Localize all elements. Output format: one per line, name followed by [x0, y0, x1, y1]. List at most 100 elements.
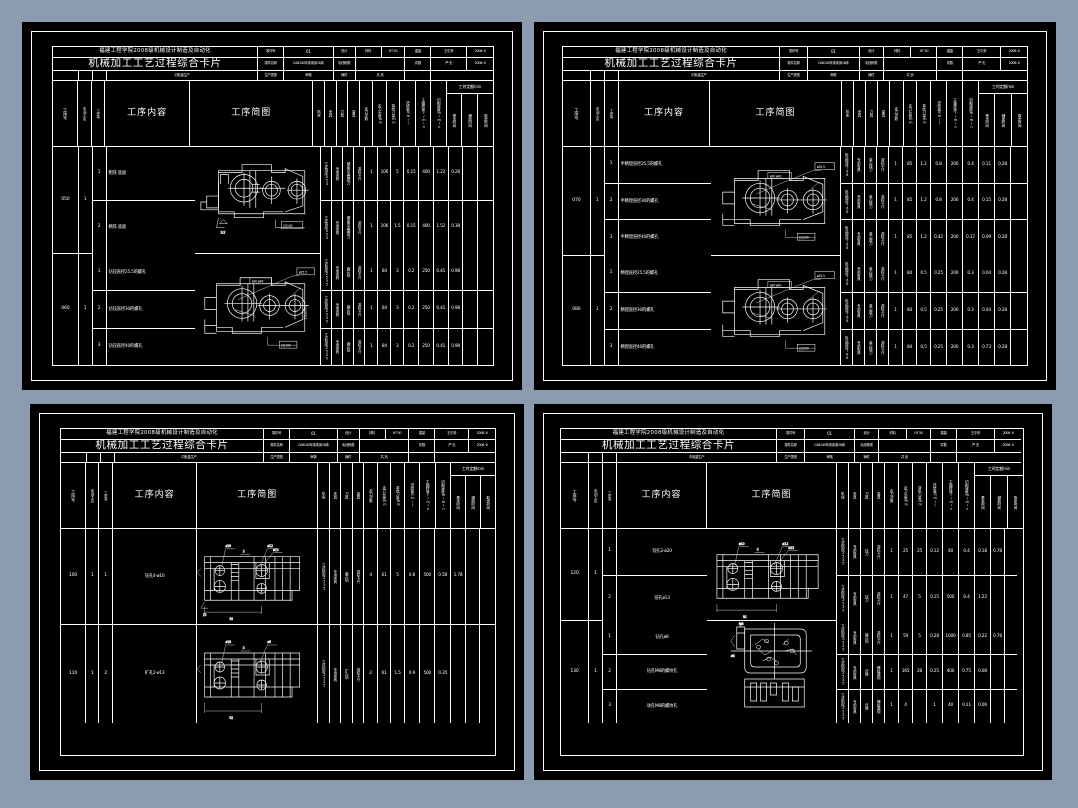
col-time-aux: 辅助时间 [997, 495, 1002, 509]
operation-block-050[interactable]: 050 1 1 粗铣 底面 2 精铣 底面 [53, 147, 493, 255]
svg-text:ø3: ø3 [268, 640, 272, 644]
part-name-value: CA6140车床床身16床 [289, 440, 338, 453]
tool-value: 硬质合金端铣刀 [347, 162, 352, 185]
pass-length-value: 47 [899, 575, 913, 621]
workshop-value: 1 [591, 255, 605, 366]
sketch-headstock-bored[interactable]: ø25.5 ø30 ø40 [2]100 2.0±0.05 [195, 254, 321, 365]
time-aux-value: 0.28 [995, 292, 1011, 329]
machine-value: 立式钻床Z535 [841, 658, 846, 686]
step-no-head [604, 71, 619, 81]
check-label: 审核 [283, 71, 334, 81]
fixture-value: 专用夹具 [857, 231, 862, 245]
check-date: 2006. 6 [467, 58, 494, 71]
fixture-value: 专用夹具 [857, 158, 862, 172]
speed-value: 0.3 [963, 292, 979, 329]
col-step-no: 工步号 [608, 490, 613, 501]
depth-value: 5 [913, 621, 927, 655]
fixture-value: 专用夹具 [333, 667, 338, 681]
operation-block-130[interactable]: 130 1 1 钻孔ø8 2 钻孔M8的螺纹孔 3 攻孔M8的螺纹孔 [561, 621, 1023, 723]
pass-length-value: 165 [899, 655, 913, 689]
feed-value: 0.25 [931, 292, 947, 329]
design-date: 2006. 6 [467, 47, 494, 58]
op-no-value: 070 [563, 147, 591, 256]
operation-block-080[interactable]: 080 1 1 精镗直径25.5的螺孔 2 精镗直径30的螺孔 3 精镗直径40… [563, 255, 1027, 366]
sketch-headstock-bored[interactable]: ø25.5 ø30 ø40 [2]100 [711, 255, 841, 366]
fixture-value: 专用夹具 [333, 570, 338, 583]
fixture-value: 专用夹具 [853, 699, 858, 713]
operation-block-070[interactable]: 070 1 1 半精镗直径25.5的螺孔 2 半精镗直径30的螺孔 3 半精镗直… [563, 147, 1027, 256]
sketch-bed-plan[interactable]: ø18 ø3 3 92 [197, 625, 319, 723]
col-pass-length: 走刀长度mm [904, 485, 909, 506]
feed-value: 0.15 [927, 575, 943, 621]
workshop-value: 1 [79, 254, 93, 365]
operation-block-060[interactable]: 060 1 1 钻铰直径25.5的螺孔 2 钻铰直径30的螺孔 3 钻铰直径40… [53, 254, 493, 365]
time-basic-value: 0.73 [979, 329, 995, 366]
pass-length-value: 84 [903, 292, 917, 329]
gauge-value: 游标卡尺 [358, 265, 363, 279]
time-basic-value: 0.18 [975, 529, 991, 575]
speed-value: 0.41 [434, 328, 449, 365]
col-speed: 切削速度m/min [437, 98, 442, 129]
operation-block-120[interactable]: 120 1 1 铰孔2-ø20 2 铰孔ø13 [561, 529, 1023, 621]
sketch-headstock-bored[interactable]: ø25.5 ø30 ø40 [2]100 [710, 147, 841, 256]
pass-count-value: 1 [889, 183, 903, 220]
col-gauge: 量具 [881, 110, 886, 117]
panel-top-left[interactable]: 福建工程学院2008级机械设计制造及自动化 零件号 01 设计 材料 HT 50… [22, 22, 522, 390]
time-basic-value: 1.78 [450, 529, 467, 625]
depth-value: 28 [913, 655, 927, 689]
col-op-no: 工序号 [572, 489, 578, 502]
step-content: 精铣 底面 [108, 224, 127, 230]
part-name-value: CA6140车床床身16床 [807, 58, 860, 71]
col-sketch: 工序简图 [710, 81, 842, 147]
tool-value: 硬质合金端铣刀 [347, 216, 352, 239]
sheet-border [543, 413, 1043, 771]
sketch-bed-plan[interactable]: ø10 ø12 ø13 3 92 15 [197, 529, 319, 625]
tool-value: 单刃镗刀 [869, 267, 874, 281]
col-pass-count: 走刀次数 [894, 107, 899, 120]
blank-label: 毛坯种类 [333, 58, 356, 71]
tool-value: 丝锥 [865, 668, 870, 676]
feed-value: 0.25 [927, 655, 943, 689]
col-machine: 机床 [841, 492, 846, 499]
speed-value: 1.52 [434, 201, 449, 255]
time-aux-value: 0.78 [991, 621, 1005, 655]
fixture-value: 专用夹具 [857, 195, 862, 208]
col-workshop: 车间工区 [594, 489, 599, 502]
design-value: 王中多 [963, 47, 1002, 58]
svg-text:ø18: ø18 [226, 640, 232, 644]
spindle-value: 1000 [943, 621, 959, 655]
design-label: 设计 [859, 47, 884, 58]
col-depth: 背吃刀量mm [391, 103, 396, 124]
workshop-head [86, 453, 101, 463]
operation-block-110[interactable]: 110 1 2 扩孔2-ø13 [61, 625, 495, 723]
spindle-value: 250 [419, 254, 434, 291]
col-machine: 机床 [322, 492, 327, 499]
spindle-value: 400 [419, 201, 434, 255]
pass-length-value: 84 [903, 329, 917, 366]
production-label: 生产类型 [258, 71, 284, 81]
design-value: 王中多 [435, 429, 470, 440]
pass-count-value: 1 [889, 292, 903, 329]
panel-bottom-left[interactable]: 福建工程学院2008级机械设计制造及自动化 零件号 01 设计 材料 HT 50… [30, 404, 524, 780]
time-basic-value: 0.04 [979, 255, 995, 292]
step-content: 粗铣 底面 [108, 170, 127, 176]
sketch-headstock-profile[interactable]: 3.2 [2]100 [194, 147, 321, 255]
step-no-head [92, 71, 107, 81]
gauge-value: 螺纹塞规 [877, 665, 882, 679]
sketch-plate-holes[interactable]: ø8 M8 [707, 621, 837, 723]
svg-text:ø25.5: ø25.5 [816, 165, 824, 169]
col-speed: 切削速度m/min [965, 480, 970, 511]
production-value: 中批量生产 [114, 453, 265, 463]
tool-value: 扩孔钻 [345, 669, 350, 679]
sketch-bed-plan[interactable]: ø10 ø12 ø13 3 92 [707, 529, 837, 621]
operation-block-100[interactable]: 100 1 1 钻孔4-ø10 [61, 529, 495, 625]
panel-bottom-right[interactable]: 福建工程学院2008级机械设计制造及自动化 零件号 01 设计 材料 HT 50… [534, 404, 1052, 780]
blank-value [883, 58, 938, 71]
panel-top-right[interactable]: 福建工程学院2008级机械设计制造及自动化 零件号 01 设计 材料 HT 50… [534, 22, 1056, 390]
fixture-value: 专用夹具 [335, 303, 340, 316]
pass-length-value: 84 [903, 255, 917, 292]
machine-value: 立式钻床Z535 [841, 692, 846, 720]
gauge-value: 游标卡尺 [877, 545, 882, 559]
pass-count-value: 1 [889, 220, 903, 256]
